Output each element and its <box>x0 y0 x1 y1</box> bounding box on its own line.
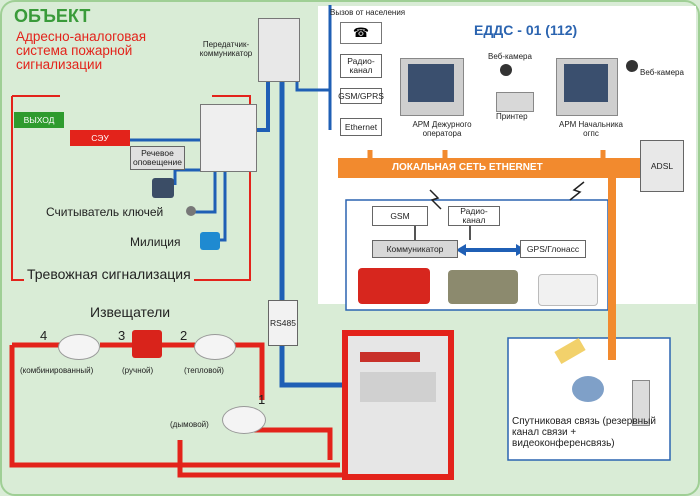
alarm-title: Тревожная сигнализация <box>24 266 194 282</box>
detector-number: 3 <box>118 328 126 343</box>
panic-button-icon <box>200 232 220 250</box>
transmitter-device <box>258 18 300 82</box>
gps-box: GPS/Глонасс <box>520 240 586 258</box>
system-title: Адресно-аналоговая система пожарной сигн… <box>16 29 147 72</box>
detectors-title: Извещатели <box>90 304 171 320</box>
chief-screen <box>564 64 608 102</box>
radio-channel-box: Радио-канал <box>340 54 382 78</box>
rs485-box: RS485 <box>268 300 298 346</box>
adsl-box: ADSL <box>640 140 684 192</box>
ambulance-icon <box>538 274 598 306</box>
transmitter-label: Передатчик-коммуникатор <box>199 40 253 58</box>
dish-icon <box>572 376 604 402</box>
printer-icon <box>496 92 534 112</box>
detector-label: (дымовой) <box>170 420 209 429</box>
satellite-text: Спутниковая связь (резервный канал связи… <box>512 416 656 449</box>
server-icon <box>632 380 650 426</box>
webcam-icon <box>500 64 512 76</box>
webcam-icon <box>626 60 638 72</box>
detector-label: (ручной) <box>122 366 154 375</box>
object-title: ОБЪЕКТ <box>14 6 91 26</box>
chief-ws-label: АРМ Начальника огпс <box>559 120 623 138</box>
lan-label: ЛОКАЛЬНАЯ СЕТЬ ETHERNET <box>392 162 543 173</box>
control-panel-cabinet <box>200 104 257 172</box>
combined-detector-icon <box>58 334 100 360</box>
manual-call-point-icon <box>132 330 162 358</box>
panel-keypad <box>360 372 436 402</box>
gsm-gprs-box: GSM/GPRS <box>338 88 384 104</box>
heat-detector-icon <box>194 334 236 360</box>
seu-box: СЭУ <box>70 130 130 146</box>
printer-label: Принтер <box>496 112 528 121</box>
gsm-box: GSM <box>372 206 428 226</box>
key-reader-label: Считыватель ключей <box>46 205 164 219</box>
communicator-box: Коммуникатор <box>372 240 458 258</box>
detector-number: 2 <box>180 328 188 343</box>
key-icon <box>186 206 196 216</box>
voice-box: Речевое оповещение <box>130 146 185 170</box>
smoke-detector-icon <box>222 406 266 434</box>
detector-label: (тепловой) <box>184 366 224 375</box>
police-label: Милиция <box>130 235 181 249</box>
speaker-icon <box>152 178 174 198</box>
radio-channel-box: Радио-канал <box>448 206 500 226</box>
detector-label: (комбинированный) <box>20 366 94 375</box>
ethernet-box: Ethernet <box>340 118 382 136</box>
webcam-label: Веб-камера <box>640 68 684 77</box>
telephone-icon: ☎ <box>340 22 382 44</box>
fire-truck-icon <box>358 268 430 304</box>
edds-title: ЕДДС - 01 (112) <box>474 22 578 38</box>
exit-box: ВЫХОД <box>14 112 64 128</box>
police-van-icon <box>448 270 518 304</box>
detector-number: 1 <box>258 392 266 407</box>
operator-screen <box>408 64 454 102</box>
webcam-label: Веб-камера <box>488 52 532 61</box>
panel-display <box>360 352 420 362</box>
operator-ws-label: АРМ Дежурного оператора <box>412 120 472 138</box>
detector-number: 4 <box>40 328 48 343</box>
citizen-call-label: Вызов от населения <box>330 8 406 17</box>
